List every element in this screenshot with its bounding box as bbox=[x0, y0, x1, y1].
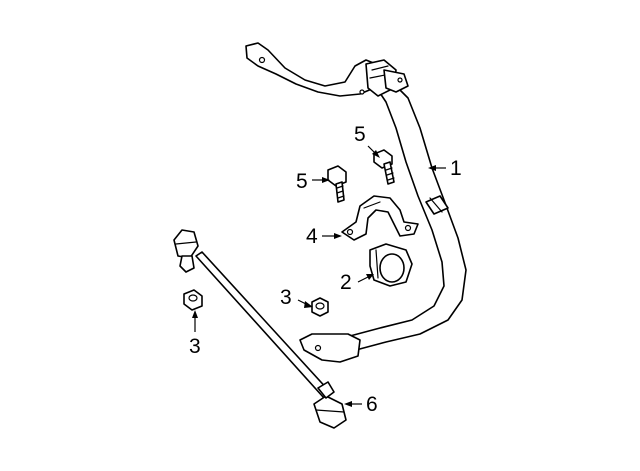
callout-6: 6 bbox=[366, 393, 378, 416]
stabilizer-bar bbox=[245, 42, 467, 363]
nut-left bbox=[183, 289, 203, 311]
callout-3-left: 3 bbox=[189, 335, 201, 358]
bushing-bracket bbox=[341, 195, 419, 241]
bolt-lower bbox=[327, 165, 347, 203]
callout-3-right: 3 bbox=[280, 286, 292, 309]
callout-5-left: 5 bbox=[296, 170, 308, 193]
callout-1: 1 bbox=[450, 157, 462, 180]
nut-right bbox=[311, 297, 329, 317]
callout-2: 2 bbox=[340, 271, 352, 294]
leader-lines bbox=[192, 145, 446, 407]
bar-bushing bbox=[369, 243, 413, 287]
bolt-upper bbox=[373, 149, 395, 185]
callout-4: 4 bbox=[306, 225, 318, 248]
callout-5-upper: 5 bbox=[354, 123, 366, 146]
stabilizer-link bbox=[173, 229, 347, 429]
